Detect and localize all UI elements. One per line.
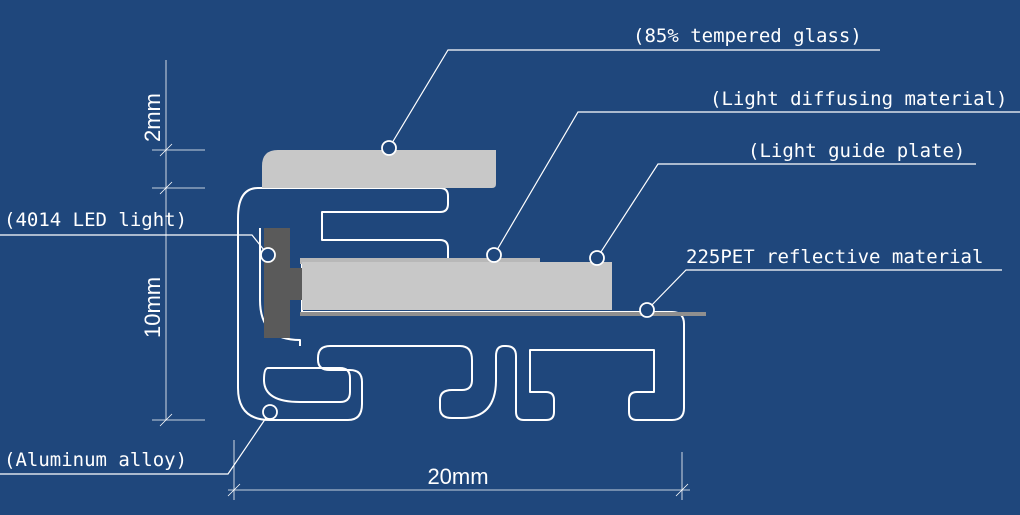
leader-reflective bbox=[646, 269, 1002, 311]
leader-diffusing bbox=[493, 111, 1020, 256]
led-light-module bbox=[264, 228, 302, 338]
label-led-light: (4014 LED light) bbox=[4, 209, 187, 231]
dim-label-2mm: 2mm bbox=[140, 93, 165, 142]
dim-bottom-slashes bbox=[227, 483, 689, 497]
light-diffusing-layer bbox=[300, 258, 540, 264]
leader-glass bbox=[388, 49, 880, 149]
label-reflective-material: 225PET reflective material bbox=[686, 246, 983, 268]
marker-led bbox=[260, 247, 276, 263]
reflective-sheet bbox=[300, 312, 706, 316]
marker-diffusing bbox=[486, 247, 502, 263]
marker-guide bbox=[589, 250, 605, 266]
dim-slashes bbox=[159, 143, 173, 427]
label-tempered-glass: (85% tempered glass) bbox=[633, 25, 862, 47]
light-guide-plate bbox=[302, 262, 612, 310]
dim-label-20mm: 20mm bbox=[427, 464, 488, 489]
aluminum-lower-hook bbox=[263, 367, 351, 403]
tempered-glass-panel bbox=[262, 150, 496, 188]
leader-led bbox=[0, 234, 269, 256]
leader-guide bbox=[596, 163, 976, 259]
label-light-diffusing: (Light diffusing material) bbox=[710, 88, 1007, 110]
dim-label-10mm: 10mm bbox=[140, 277, 165, 338]
marker-alloy bbox=[262, 404, 278, 420]
marker-glass bbox=[381, 140, 397, 156]
label-light-guide-plate: (Light guide plate) bbox=[748, 140, 965, 162]
label-aluminum-alloy: (Aluminum alloy) bbox=[4, 449, 187, 471]
marker-reflective bbox=[639, 302, 655, 318]
leader-alloy bbox=[0, 411, 271, 475]
